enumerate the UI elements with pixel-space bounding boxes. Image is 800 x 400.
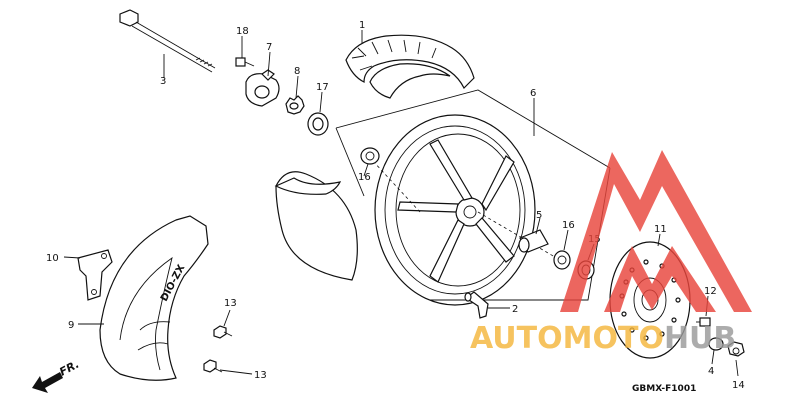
bearing-right	[553, 250, 571, 270]
callout-16-left: 16	[358, 172, 371, 183]
fender-bracket	[77, 249, 113, 301]
bearing-left	[360, 147, 380, 165]
drive-gear	[285, 95, 305, 115]
callout-4: 4	[708, 366, 714, 377]
screw-13-lower	[203, 359, 223, 373]
axle-nut	[727, 341, 745, 357]
callout-11: 11	[654, 224, 667, 235]
callout-12: 12	[704, 286, 717, 297]
callout-13-lower: 13	[254, 370, 267, 381]
watermark-suffix: HUB	[664, 321, 736, 356]
callout-16-right: 16	[562, 220, 575, 231]
callout-1: 1	[359, 20, 365, 31]
tire-section	[345, 34, 475, 99]
screw-13-upper	[213, 325, 233, 339]
callout-9: 9	[68, 320, 74, 331]
fender-section	[274, 171, 358, 281]
distance-collar	[518, 229, 549, 253]
diagram-code: GBMX-F1001	[632, 384, 696, 394]
tire-valve	[464, 291, 489, 319]
callout-2: 2	[512, 304, 518, 315]
speedometer-gearbox	[245, 69, 280, 107]
watermark: AUTOMOTOHUB	[470, 150, 752, 356]
callout-6: 6	[530, 88, 536, 99]
small-bolt-18	[235, 57, 255, 67]
svg-text:AUTOMOTOHUB: AUTOMOTOHUB	[470, 321, 736, 356]
watermark-prefix: AUTOMOTO	[470, 321, 664, 356]
watermark-logo-icon	[560, 150, 752, 312]
callout-5: 5	[536, 210, 542, 221]
callout-8: 8	[294, 66, 300, 77]
callout-7: 7	[266, 42, 272, 53]
washer-4	[708, 337, 724, 351]
callout-13-upper: 13	[224, 298, 237, 309]
direction-label: FR.	[57, 358, 81, 379]
callouts: 1 2 3 4 5 6 7 8 9 10 11 12 13 13 14 15 1…	[46, 20, 745, 391]
axle-bolt	[119, 9, 216, 73]
callout-10: 10	[46, 253, 59, 264]
oil-seal	[307, 112, 329, 136]
front-fender: DIO-ZX	[99, 215, 209, 381]
disc-bolt	[696, 317, 711, 327]
wheel-rim	[374, 114, 536, 306]
front-direction-indicator: FR.	[32, 358, 81, 393]
callout-3: 3	[160, 76, 166, 87]
front-arrow-icon	[32, 372, 63, 393]
callout-17: 17	[316, 82, 329, 93]
callout-14: 14	[732, 380, 745, 391]
callout-18: 18	[236, 26, 249, 37]
